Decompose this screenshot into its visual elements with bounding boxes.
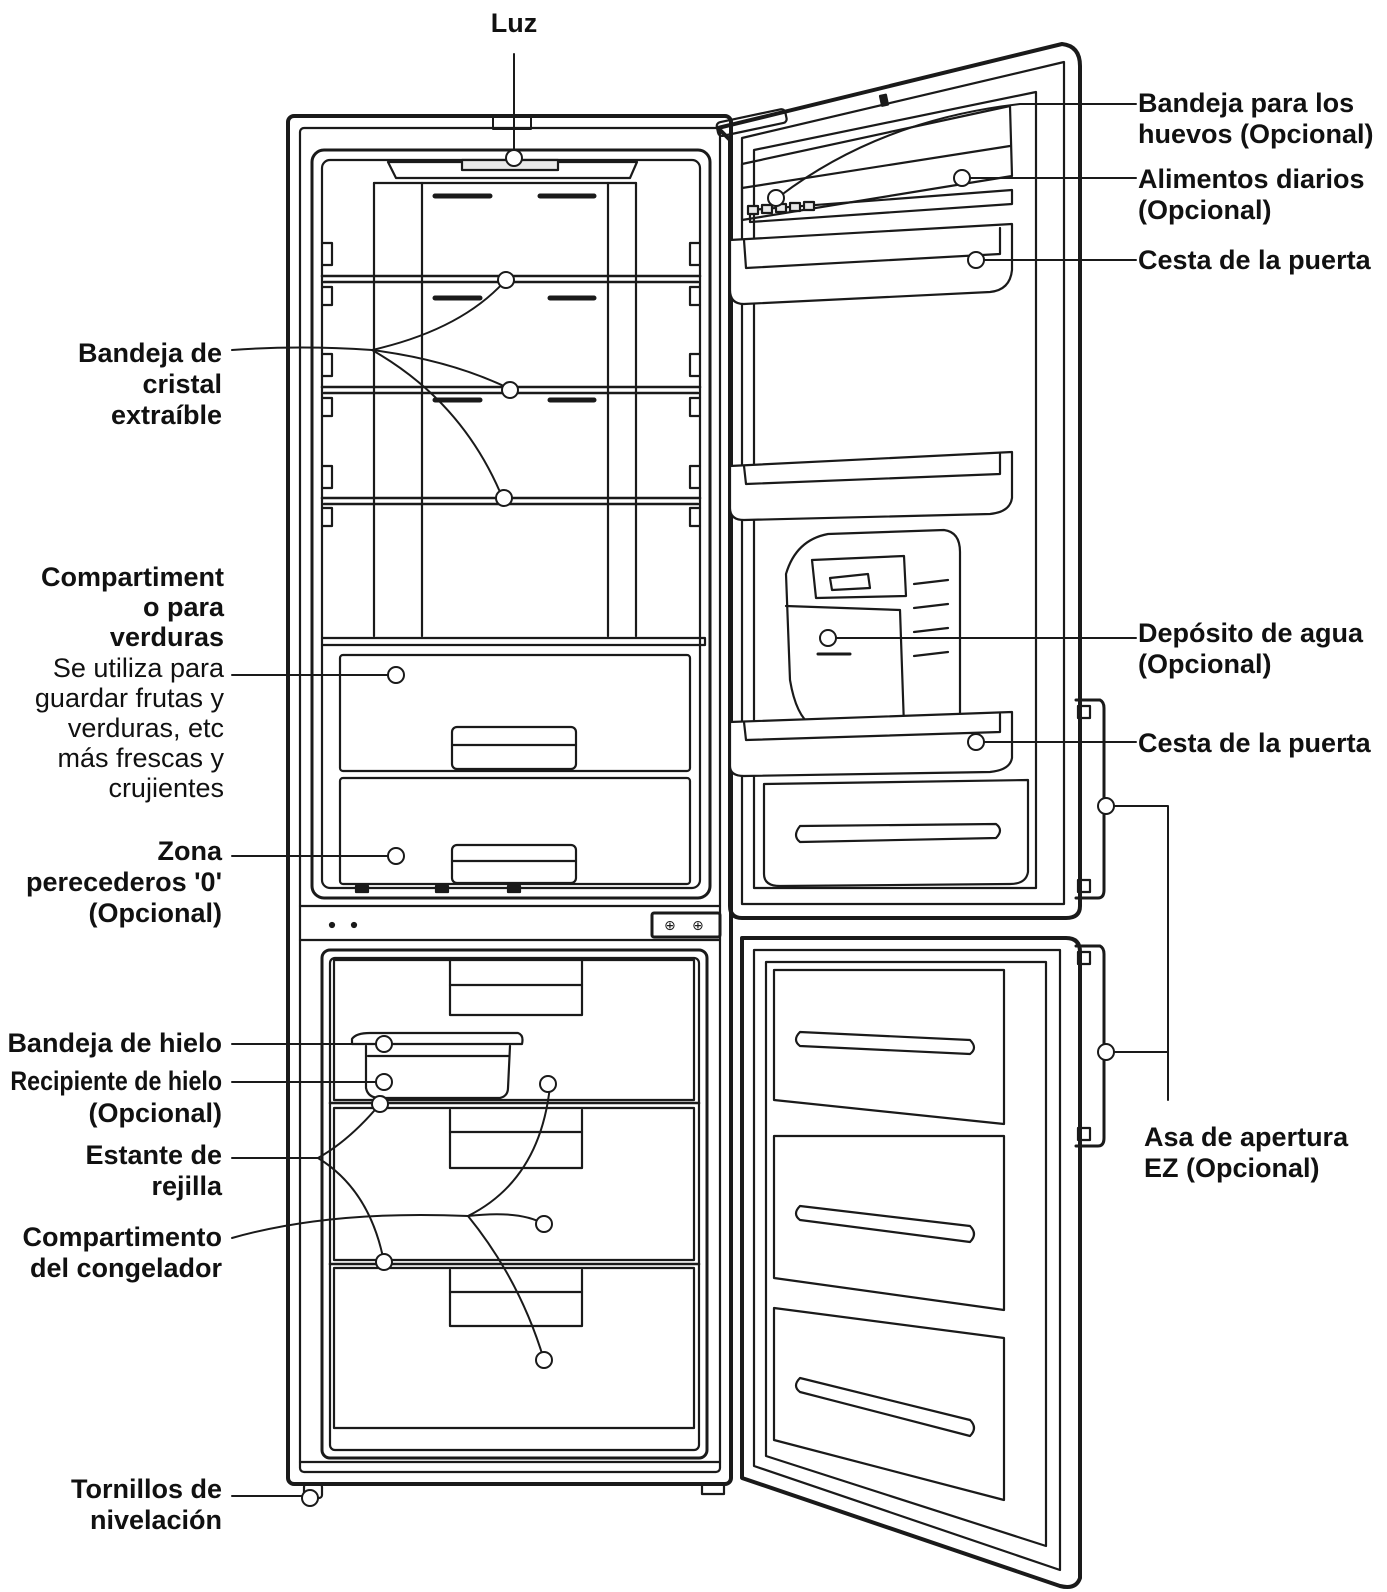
shelf-supports-left [320,241,334,528]
wire-shelves [328,1101,701,1266]
freezer-door [740,936,1106,1589]
water-tank [784,528,962,728]
label-deposito-agua: Depósito de agua (Opcional) [1138,618,1364,679]
door-basket-lower [728,710,1014,778]
label-recipiente-hielo: Recipiente de hielo [10,1066,223,1096]
callout-markers [301,149,1115,1507]
vegetable-compartment [320,636,707,773]
label-tornillos: Tornillos de nivelación [70,1474,222,1535]
cabinet-body: ⊕ ⊕ [286,114,733,1500]
label-cesta-puerta-upper: Cesta de la puerta [1138,245,1371,275]
svg-text:⊕: ⊕ [692,918,704,934]
label-compartimento-congelador: Compartimento del congelador [22,1222,222,1283]
door-bottom-bin [762,778,1030,888]
label-estante-rejilla: Estante de rejilla [85,1140,222,1201]
freezer-drawers [332,958,696,1430]
door-basket-upper [728,222,1014,306]
label-luz: Luz [490,8,538,38]
leader-lines [231,53,1169,1497]
label-asa-apertura: Asa de apertura EZ (Opcional) [1144,1122,1349,1183]
ice-tray [350,1031,524,1046]
fridge-door [715,42,1106,920]
label-verduras-title: Compartiment o para verduras [40,562,224,652]
label-bandeja-huevos: Bandeja para los huevos (Opcional) [1138,88,1374,149]
ice-bin [364,1044,512,1100]
zero-zone-drawer [338,776,692,894]
freezer-door-shelves [772,968,1006,1502]
door-basket-middle [728,450,1014,522]
label-recipiente-opcional: (Opcional) [88,1098,223,1128]
egg-tray-dairy [740,104,1014,224]
label-cesta-puerta-lower: Cesta de la puerta [1138,728,1371,758]
label-bandeja-hielo: Bandeja de hielo [7,1028,222,1058]
label-verduras-desc: Se utiliza para guardar frutas y verdura… [34,653,224,803]
svg-text:⊕: ⊕ [664,918,676,934]
label-alimentos-diarios: Alimentos diarios (Opcional) [1138,164,1365,225]
shelf-supports-right [688,241,702,528]
label-zona-perecederos: Zona perecederos '0' (Opcional) [26,836,222,928]
label-bandeja-cristal: Bandeja de cristal extraíble [77,338,222,430]
